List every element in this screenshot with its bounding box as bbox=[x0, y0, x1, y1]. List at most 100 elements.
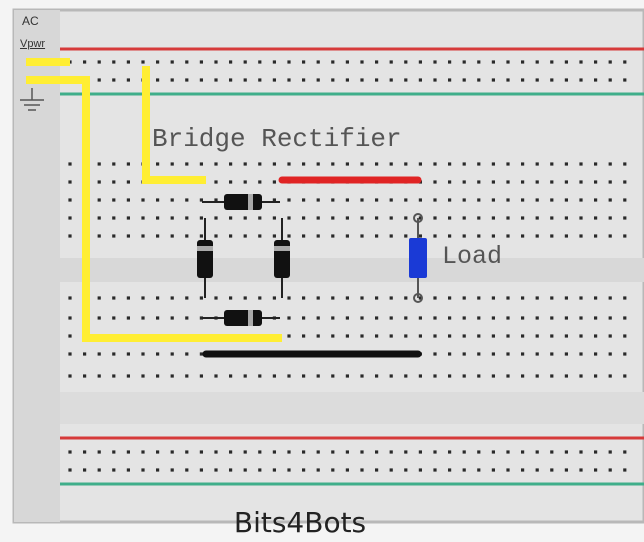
breadboard-hole bbox=[185, 234, 189, 238]
breadboard-hole bbox=[287, 60, 291, 64]
breadboard-hole bbox=[229, 78, 233, 82]
breadboard-hole bbox=[521, 180, 525, 184]
breadboard-hole bbox=[97, 234, 101, 238]
breadboard-hole bbox=[316, 450, 320, 454]
breadboard-hole bbox=[594, 352, 598, 356]
breadboard-hole bbox=[214, 180, 218, 184]
breadboard-hole bbox=[535, 60, 539, 64]
breadboard-hole bbox=[345, 60, 349, 64]
breadboard-hole bbox=[141, 60, 145, 64]
breadboard-hole bbox=[272, 374, 276, 378]
breadboard-hole bbox=[491, 334, 495, 338]
breadboard-hole bbox=[491, 180, 495, 184]
breadboard-hole bbox=[345, 450, 349, 454]
breadboard-hole bbox=[68, 296, 72, 300]
breadboard-hole bbox=[375, 296, 379, 300]
breadboard-hole bbox=[594, 60, 598, 64]
breadboard-hole bbox=[243, 60, 247, 64]
breadboard-hole bbox=[272, 198, 276, 202]
breadboard-hole bbox=[608, 180, 612, 184]
breadboard-hole bbox=[506, 468, 510, 472]
breadboard-hole bbox=[199, 78, 203, 82]
breadboard-hole bbox=[433, 180, 437, 184]
breadboard-hole bbox=[97, 78, 101, 82]
breadboard-hole bbox=[83, 450, 87, 454]
breadboard-hole bbox=[506, 234, 510, 238]
breadboard-hole bbox=[448, 78, 452, 82]
breadboard-hole bbox=[360, 216, 364, 220]
breadboard-hole bbox=[448, 450, 452, 454]
breadboard-hole bbox=[331, 78, 335, 82]
breadboard-hole bbox=[141, 316, 145, 320]
breadboard-hole bbox=[550, 374, 554, 378]
breadboard-hole bbox=[404, 78, 408, 82]
breadboard-hole bbox=[506, 334, 510, 338]
breadboard-hole bbox=[433, 468, 437, 472]
breadboard-hole bbox=[272, 216, 276, 220]
breadboard-hole bbox=[258, 374, 262, 378]
breadboard-hole bbox=[375, 216, 379, 220]
breadboard-hole bbox=[141, 468, 145, 472]
breadboard-hole bbox=[83, 352, 87, 356]
breadboard-hole bbox=[287, 216, 291, 220]
breadboard-hole bbox=[243, 450, 247, 454]
breadboard-hole bbox=[243, 162, 247, 166]
breadboard-hole bbox=[214, 450, 218, 454]
breadboard-hole bbox=[506, 216, 510, 220]
breadboard-hole bbox=[564, 316, 568, 320]
breadboard-hole bbox=[272, 468, 276, 472]
breadboard-hole bbox=[389, 450, 393, 454]
breadboard-hole bbox=[579, 450, 583, 454]
breadboard-hole bbox=[97, 216, 101, 220]
breadboard-hole bbox=[404, 216, 408, 220]
breadboard-hole bbox=[418, 60, 422, 64]
breadboard-hole bbox=[608, 198, 612, 202]
ac-label: AC bbox=[22, 14, 39, 28]
load-resistor bbox=[409, 213, 427, 303]
breadboard-hole bbox=[83, 374, 87, 378]
breadboard-hole bbox=[433, 216, 437, 220]
breadboard-hole bbox=[594, 334, 598, 338]
breadboard-hole bbox=[229, 374, 233, 378]
breadboard-hole bbox=[170, 198, 174, 202]
breadboard-hole bbox=[68, 316, 72, 320]
breadboard-hole bbox=[564, 234, 568, 238]
breadboard-hole bbox=[433, 352, 437, 356]
breadboard-hole bbox=[97, 198, 101, 202]
breadboard-hole bbox=[564, 78, 568, 82]
breadboard-hole bbox=[579, 374, 583, 378]
breadboard-hole bbox=[477, 316, 481, 320]
breadboard-hole bbox=[404, 162, 408, 166]
breadboard-hole bbox=[199, 198, 203, 202]
breadboard-hole bbox=[623, 352, 627, 356]
breadboard-hole bbox=[491, 316, 495, 320]
breadboard-hole bbox=[389, 78, 393, 82]
breadboard-hole bbox=[331, 296, 335, 300]
breadboard-hole bbox=[214, 78, 218, 82]
breadboard-hole bbox=[506, 78, 510, 82]
breadboard-hole bbox=[272, 296, 276, 300]
breadboard-hole bbox=[491, 468, 495, 472]
breadboard-hole bbox=[477, 468, 481, 472]
breadboard-hole bbox=[243, 374, 247, 378]
breadboard-hole bbox=[418, 296, 422, 300]
ground-icon bbox=[20, 88, 44, 111]
breadboard-hole bbox=[331, 60, 335, 64]
breadboard-hole bbox=[331, 234, 335, 238]
breadboard-hole bbox=[608, 60, 612, 64]
breadboard-hole bbox=[564, 60, 568, 64]
breadboard-hole bbox=[214, 296, 218, 300]
breadboard-hole bbox=[564, 334, 568, 338]
breadboard-hole bbox=[141, 296, 145, 300]
breadboard-hole bbox=[594, 468, 598, 472]
breadboard-hole bbox=[243, 78, 247, 82]
breadboard-hole bbox=[506, 60, 510, 64]
breadboard-hole bbox=[448, 468, 452, 472]
breadboard-hole bbox=[214, 216, 218, 220]
breadboard-hole bbox=[564, 198, 568, 202]
breadboard-hole bbox=[345, 374, 349, 378]
breadboard-hole bbox=[535, 198, 539, 202]
breadboard-hole bbox=[608, 468, 612, 472]
breadboard-hole bbox=[462, 180, 466, 184]
